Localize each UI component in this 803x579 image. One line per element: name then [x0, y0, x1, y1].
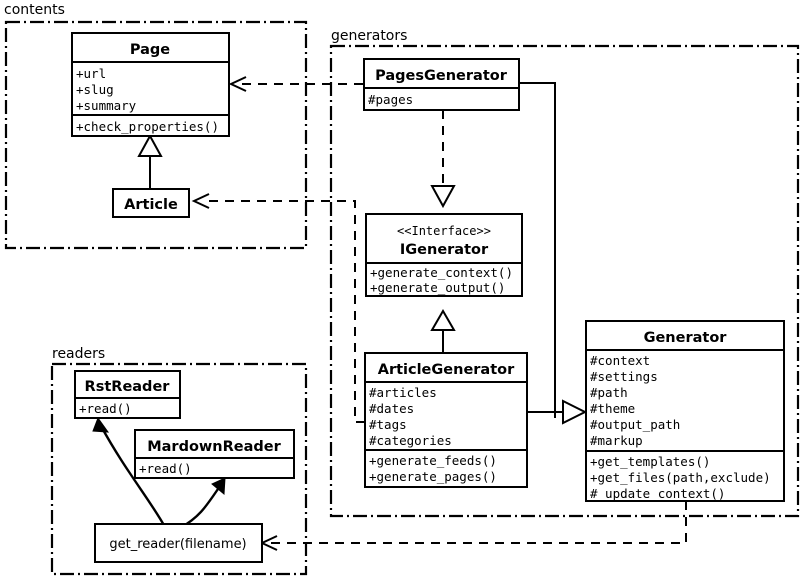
class-pagesgenerator-name: PagesGenerator — [375, 68, 508, 84]
package-generators-border — [329, 44, 800, 518]
call-curve — [179, 485, 221, 530]
class-mardownreader[interactable]: MardownReader +read() — [134, 429, 295, 479]
dependency-generator-to-getreader — [259, 501, 687, 551]
class-articlegenerator-attribute: #categories — [369, 433, 452, 448]
class-page-method: +check_properties() — [76, 119, 219, 134]
class-igenerator-method: +generate_context() — [370, 265, 513, 280]
class-articlegenerator-method: +generate_feeds() — [369, 453, 497, 468]
class-generator-attribute: #path — [590, 385, 628, 400]
open-arrow-head — [191, 193, 210, 209]
class-generator-method: +get_templates() — [590, 454, 710, 469]
class-articlegenerator-attribute: #dates — [369, 401, 414, 416]
package-readers-label: readers — [52, 346, 105, 362]
class-mardownreader-name: MardownReader — [147, 439, 281, 455]
class-article-name: Article — [124, 197, 178, 213]
dependency-pagesgenerator-to-page — [228, 76, 363, 92]
realization-pagesgenerator-to-igenerator — [430, 110, 456, 209]
generalization-article-to-page — [137, 133, 163, 189]
class-generator[interactable]: Generator #context #settings #path #them… — [585, 320, 785, 502]
class-generator-method: +get_files(path,exclude) — [590, 470, 771, 485]
class-articlegenerator-box — [364, 352, 528, 488]
class-mardownreader-method: +read() — [139, 461, 192, 476]
function-get-reader-box — [94, 523, 263, 563]
class-articlegenerator-method: +generate_pages() — [369, 469, 497, 484]
class-rstreader-name: RstReader — [85, 379, 171, 395]
class-generator-method: #_update_context() — [590, 486, 725, 501]
call-getreader-to-mardownreader — [179, 477, 226, 530]
class-articlegenerator[interactable]: ArticleGenerator #articles #dates #tags … — [364, 352, 528, 488]
class-generator-attribute: #context — [590, 353, 650, 368]
class-rstreader-method: +read() — [79, 401, 132, 416]
package-generators-label: generators — [331, 28, 407, 44]
class-igenerator-stereotype: <<Interface>> — [397, 224, 491, 238]
dependency-line — [203, 200, 365, 423]
class-generator-attribute: #settings — [590, 369, 658, 384]
class-page-attribute: +slug — [76, 82, 114, 97]
hollow-triangle-head — [430, 185, 456, 209]
realization-articlegenerator-to-igenerator — [430, 309, 456, 353]
class-page-attribute: +url — [76, 66, 106, 81]
package-contents-border — [4, 20, 308, 250]
package-contents-label: contents — [4, 2, 65, 18]
open-arrow-head — [228, 76, 247, 92]
call-curve — [99, 425, 167, 528]
package-readers-border — [50, 362, 308, 576]
class-generator-attribute: #markup — [590, 433, 643, 448]
class-article[interactable]: Article — [112, 188, 190, 218]
class-igenerator-name: IGenerator — [400, 242, 489, 258]
class-page-box — [71, 32, 230, 137]
dependency-articlegenerator-to-article — [191, 193, 365, 423]
class-generator-name: Generator — [644, 330, 728, 346]
function-get-reader-label: get_reader(filename) — [109, 537, 246, 552]
class-page[interactable]: Page +url +slug +summary +check_properti… — [71, 32, 230, 137]
class-article-box — [112, 188, 190, 218]
hollow-triangle-head — [430, 309, 456, 331]
generalization-line — [519, 82, 556, 412]
package-contents: contents — [4, 2, 308, 250]
class-page-attribute: +summary — [76, 98, 137, 113]
class-mardownreader-box — [134, 429, 295, 479]
class-rstreader-box — [74, 370, 181, 419]
class-pagesgenerator-attribute: #pages — [368, 92, 413, 107]
class-igenerator-method: +generate_output() — [370, 280, 505, 295]
class-generator-attribute: #output_path — [590, 417, 680, 432]
class-generator-attribute: #theme — [590, 401, 635, 416]
hollow-triangle-head — [137, 133, 163, 157]
class-rstreader[interactable]: RstReader +read() — [74, 370, 181, 419]
class-pagesgenerator[interactable]: PagesGenerator #pages — [363, 58, 520, 111]
call-getreader-to-rstreader — [92, 416, 167, 528]
hollow-triangle-head — [562, 399, 588, 425]
solid-arrow-head — [92, 416, 110, 433]
class-articlegenerator-attribute: #articles — [369, 385, 437, 400]
dependency-line — [271, 501, 687, 544]
class-pagesgenerator-box — [363, 58, 520, 111]
function-get-reader[interactable]: get_reader(filename) — [94, 523, 263, 563]
class-articlegenerator-attribute: #tags — [369, 417, 407, 432]
solid-arrow-head — [211, 477, 226, 496]
class-igenerator[interactable]: <<Interface>> IGenerator +generate_conte… — [365, 213, 523, 297]
class-page-name: Page — [130, 42, 170, 58]
class-igenerator-box — [365, 213, 523, 297]
generalization-generators-to-generator — [519, 82, 588, 425]
class-articlegenerator-name: ArticleGenerator — [378, 362, 515, 378]
package-readers: readers — [50, 346, 308, 576]
package-generators: generators — [329, 28, 800, 518]
